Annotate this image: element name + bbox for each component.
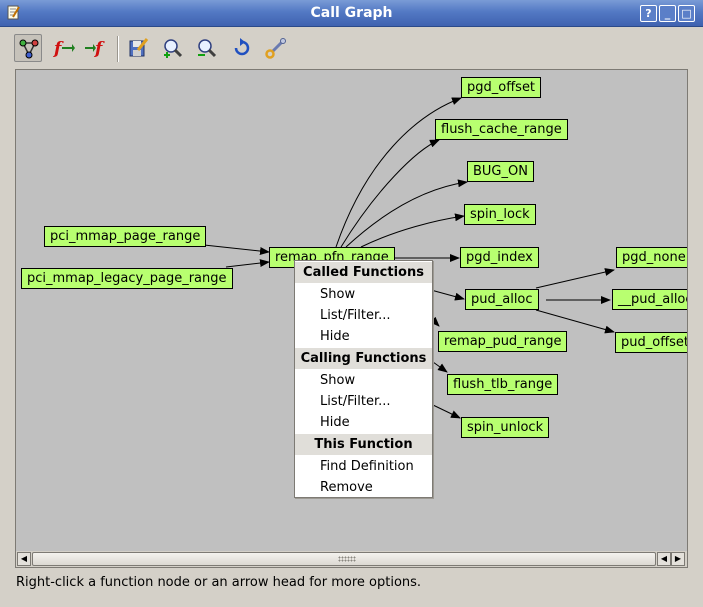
edge-remap-pgd_offset	[335, 97, 462, 248]
node-flush_tlb_range[interactable]: flush_tlb_range	[447, 374, 559, 395]
node-pgd_index[interactable]: pgd_index	[460, 247, 539, 268]
svg-text:f: f	[53, 39, 64, 59]
menu-header-called-functions: Called Functions	[295, 262, 432, 283]
zoom-out-icon	[198, 39, 217, 58]
menu-item-find-definition[interactable]: Find Definition	[320, 459, 414, 474]
edge-remap-flush_cache_range	[340, 139, 440, 248]
node-spin_unlock[interactable]: spin_unlock	[461, 417, 550, 438]
node-flush_cache_range[interactable]: flush_cache_range	[435, 119, 568, 140]
refresh-button[interactable]	[228, 34, 256, 62]
edge-pud_alloc-pgd_none	[535, 268, 615, 289]
edge-pud_alloc-pud_offset	[535, 309, 615, 334]
graph-view[interactable]: pgd_offset flush_cache_range BUG_ON spin…	[15, 69, 688, 568]
scroll-left-button[interactable]: ◀	[17, 552, 31, 566]
refresh-icon	[234, 38, 250, 56]
menu-item-called-hide[interactable]: Hide	[320, 329, 350, 344]
context-menu: Called Functions Show List/Filter... Hid…	[294, 260, 433, 498]
edge-remap-flush_tlb_range	[432, 361, 448, 373]
save-button[interactable]	[124, 34, 152, 62]
zoom-out-button[interactable]	[193, 34, 221, 62]
edge-remap-remap_pud_range	[429, 316, 440, 327]
zoom-in-button[interactable]	[159, 34, 187, 62]
zoom-in-icon	[164, 39, 183, 58]
menu-item-calling-list-filter[interactable]: List/Filter...	[320, 394, 391, 409]
node-__pud_alloc[interactable]: __pud_alloc	[612, 289, 687, 310]
app-icon	[7, 5, 20, 20]
toolbar-separator	[117, 36, 119, 62]
window-title: Call Graph	[310, 5, 393, 21]
scrollbar-thumb[interactable]	[32, 552, 656, 566]
graph-edges	[203, 97, 615, 419]
graph-canvas[interactable]: pgd_offset flush_cache_range BUG_ON spin…	[16, 70, 687, 551]
node-pud_offset[interactable]: pud_offset	[615, 332, 687, 353]
calling-functions-button[interactable]: f	[82, 34, 110, 62]
edge-remap-spin_unlock	[432, 404, 461, 419]
menu-header-calling-functions: Calling Functions	[295, 348, 432, 369]
help-button[interactable]: ?	[640, 5, 657, 22]
menu-item-called-list-filter[interactable]: List/Filter...	[320, 308, 391, 323]
edge-pci_mmap_page_range-remap_pfn_range	[203, 244, 270, 256]
node-spin_lock[interactable]: spin_lock	[464, 204, 536, 225]
node-remap_pud_range[interactable]: remap_pud_range	[438, 331, 568, 352]
status-text: Right-click a function node or an arrow …	[16, 575, 422, 590]
minimize-button[interactable]: _	[659, 5, 676, 22]
settings-button[interactable]	[262, 34, 290, 62]
scroll-right-button-a[interactable]: ◀	[657, 552, 671, 566]
node-pci_mmap_legacy_page_range[interactable]: pci_mmap_legacy_page_range	[21, 268, 233, 289]
menu-item-calling-hide[interactable]: Hide	[320, 415, 350, 430]
node-pgd_none[interactable]: pgd_none	[616, 247, 687, 268]
horizontal-scrollbar[interactable]: ◀ ◀ ▶	[16, 551, 687, 567]
scroll-right-button-b[interactable]: ▶	[671, 552, 685, 566]
maximize-button[interactable]: □	[678, 5, 695, 22]
menu-item-remove[interactable]: Remove	[320, 480, 373, 495]
node-pud_alloc[interactable]: pud_alloc	[465, 289, 539, 310]
edge-remap-BUG_ON	[345, 179, 468, 248]
called-functions-icon: f	[53, 39, 75, 59]
node-pgd_offset[interactable]: pgd_offset	[461, 77, 542, 98]
node-pci_mmap_page_range[interactable]: pci_mmap_page_range	[44, 226, 207, 247]
wrench-icon	[265, 38, 286, 59]
edge-remap-spin_lock	[360, 213, 465, 248]
title-bar[interactable]: Call Graph ? _ □	[0, 0, 703, 27]
svg-text:f: f	[94, 39, 105, 59]
scrollbar-grip	[338, 556, 356, 562]
menu-item-called-show[interactable]: Show	[320, 287, 356, 302]
menu-header-this-function: This Function	[295, 434, 432, 455]
calling-functions-icon: f	[85, 39, 105, 59]
called-functions-button[interactable]: f	[50, 34, 78, 62]
graph-mode-button[interactable]	[14, 34, 42, 62]
menu-item-calling-show[interactable]: Show	[320, 373, 356, 388]
node-BUG_ON[interactable]: BUG_ON	[467, 161, 534, 182]
edge-remap-pud_alloc	[430, 289, 465, 301]
toolbar: f f	[0, 28, 703, 68]
save-edit-icon	[129, 38, 149, 57]
edge-pci_mmap_legacy-remap_pfn_range	[225, 259, 270, 268]
graph-nodes-icon	[19, 39, 39, 59]
